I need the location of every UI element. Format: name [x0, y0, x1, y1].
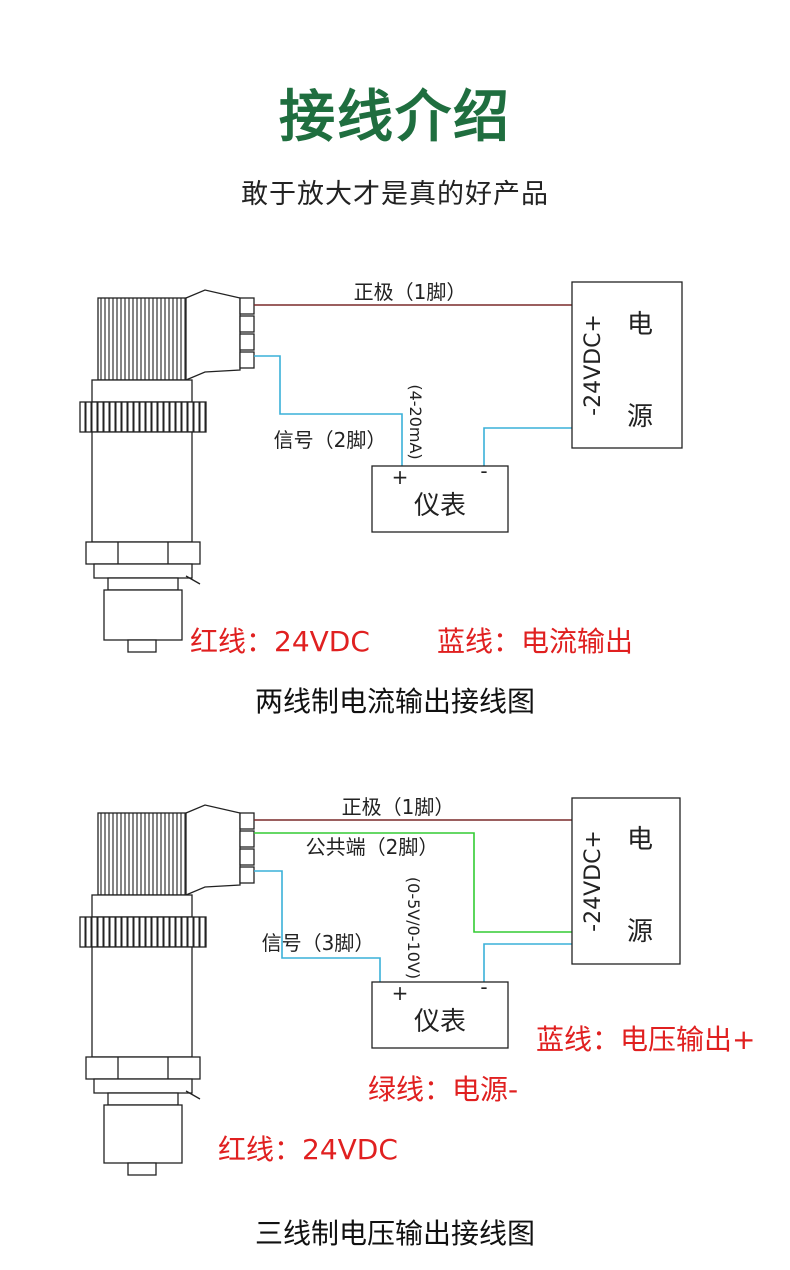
- diagram2-wires: [254, 819, 572, 982]
- diagram1-power-char2: 源: [627, 402, 653, 432]
- diagram2-blue-return-wire: [483, 943, 572, 982]
- page-title: 接线介绍: [279, 85, 511, 150]
- diagram2-meter: + - 仪表: [371, 975, 509, 1049]
- diagram1-meter-plus: +: [392, 465, 409, 489]
- diagram2-blue-wire-note: 蓝线：电压输出+: [536, 1023, 756, 1056]
- diagram1-power-supply: -24VDC+ 电 源: [571, 281, 683, 449]
- page-subtitle: 敢于放大才是真的好产品: [241, 179, 549, 210]
- diagram2-power-supply: -24VDC+ 电 源: [571, 797, 681, 965]
- diagram1-caption: 两线制电流输出接线图: [254, 685, 535, 718]
- diagram2-blue-signal-wire: [254, 870, 381, 982]
- diagram2-wire-signal-label: 信号（3脚）: [262, 931, 375, 955]
- diagram2-wire-positive-label: 正极（1脚）: [342, 795, 455, 819]
- diagram2-power-voltage: -24VDC+: [581, 830, 606, 932]
- diagram2-power-char2: 源: [627, 917, 653, 947]
- diagram2-red-wire-note: 红线：24VDC: [218, 1133, 398, 1166]
- diagram1-meter-minus: -: [480, 459, 487, 483]
- diagram2-wire-common-label: 公共端（2脚）: [306, 835, 439, 859]
- diagram1-power-voltage: -24VDC+: [581, 314, 606, 416]
- diagram1-meter: + - 仪表: [371, 459, 509, 533]
- diagram1-blue-return-wire: [483, 427, 572, 466]
- diagram1-wires: [254, 304, 572, 466]
- diagram1-sensor: [79, 289, 255, 653]
- diagram1-range-label: (4-20mA): [406, 384, 425, 459]
- diagram1-blue-wire-note: 蓝线：电流输出: [437, 625, 634, 658]
- diagram2-green-wire-note: 绿线：电源-: [368, 1073, 519, 1106]
- diagram1-wire-positive-label: 正极（1脚）: [354, 280, 467, 304]
- diagram1-meter-label: 仪表: [414, 491, 466, 521]
- diagram1-wire-signal-label: 信号（2脚）: [274, 428, 387, 452]
- diagram2-meter-plus: +: [392, 981, 409, 1005]
- diagram2-meter-label: 仪表: [414, 1007, 466, 1037]
- diagram1-red-wire-note: 红线：24VDC: [190, 625, 370, 658]
- diagram2-sensor: [79, 804, 255, 1176]
- diagram2-power-char1: 电: [627, 825, 653, 855]
- diagram2-green-wire: [254, 832, 572, 933]
- diagram2-caption: 三线制电压输出接线图: [254, 1217, 535, 1250]
- diagram2-meter-minus: -: [480, 975, 487, 999]
- diagram1-blue-signal-wire: [254, 355, 403, 466]
- diagram1-power-char1: 电: [627, 310, 653, 340]
- diagram2-range-label: (0-5V/0-10V): [404, 877, 423, 979]
